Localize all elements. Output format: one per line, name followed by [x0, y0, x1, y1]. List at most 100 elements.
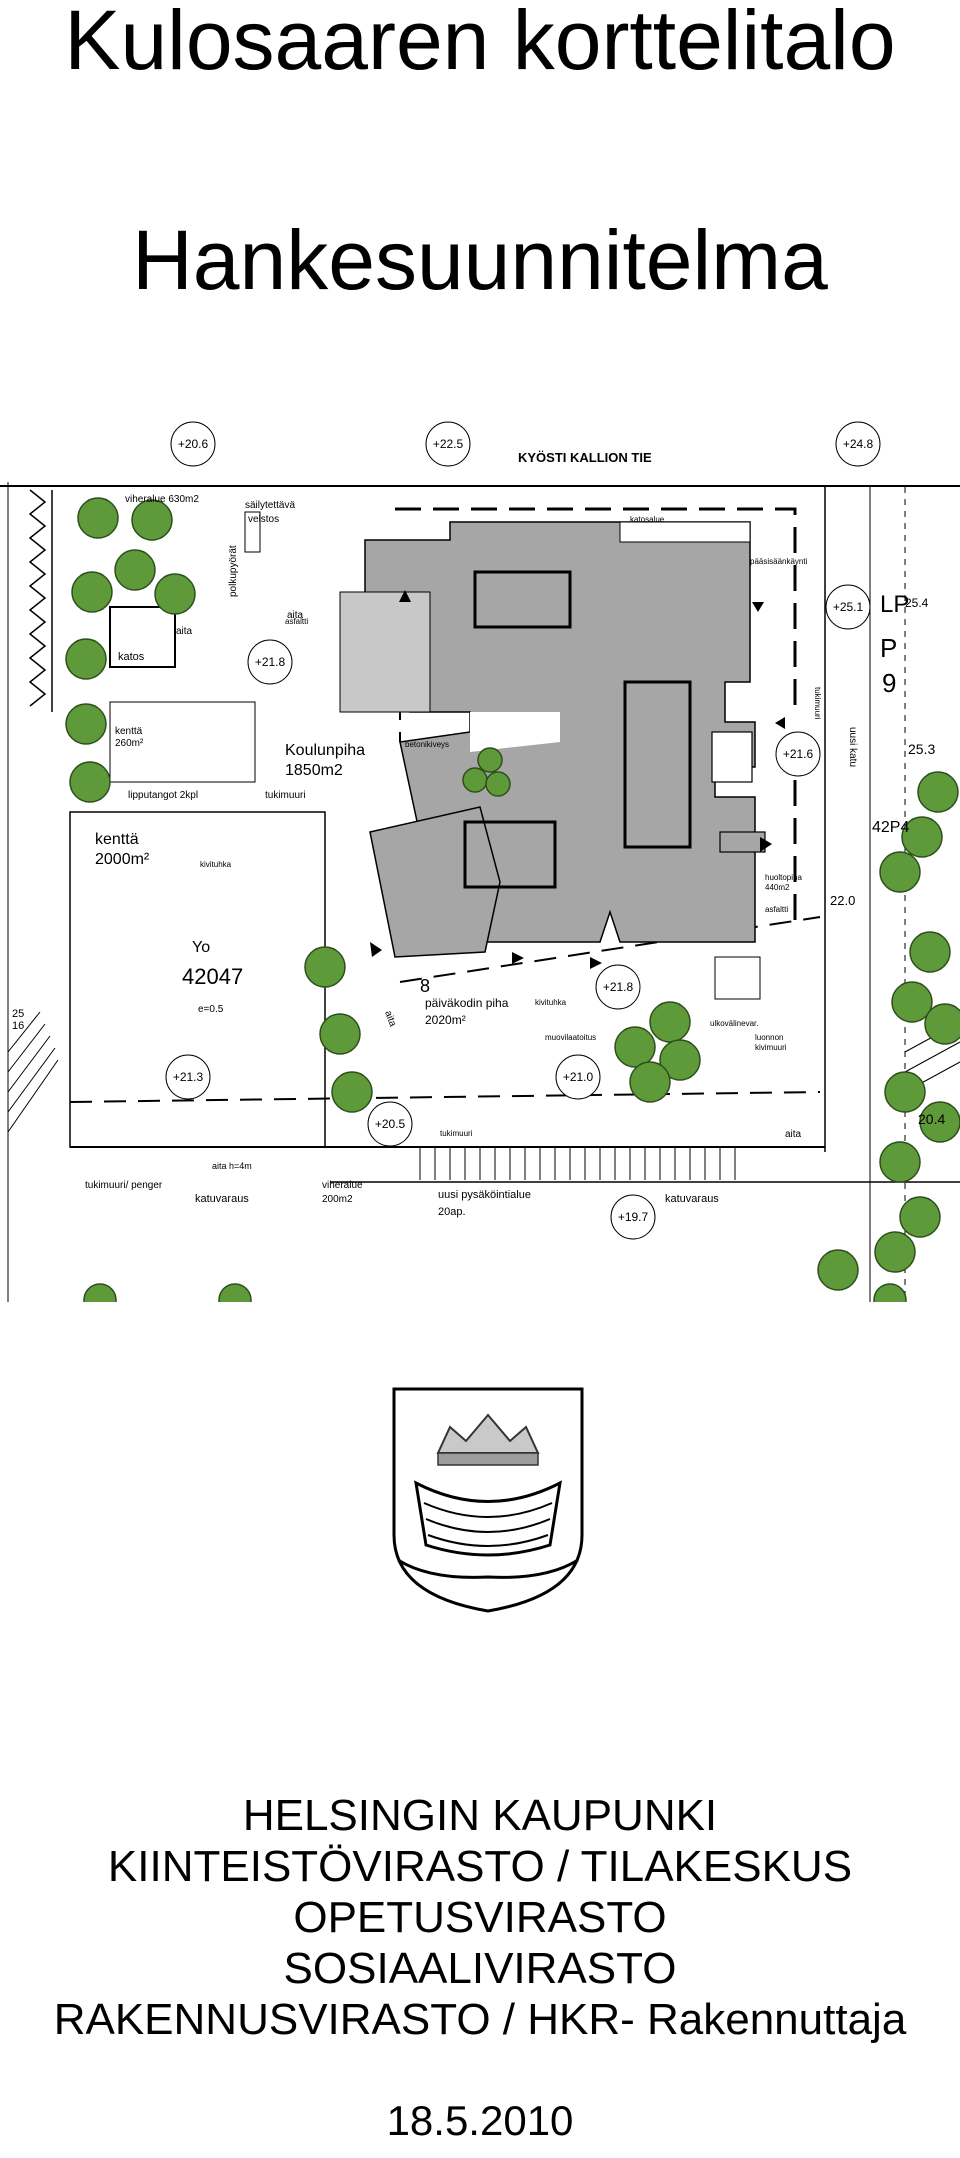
label-42p4: 42P4 — [872, 819, 909, 836]
label-aita-3: aita — [382, 1009, 398, 1028]
label-muovi: muovilaatoitus — [545, 1033, 596, 1042]
org-line-sosiaalivirasto: SOSIAALIVIRASTO — [283, 1944, 677, 1993]
label-huoltopiha-area: 440m2 — [765, 883, 790, 892]
org-line-helsingin-kaupunki: HELSINGIN KAUPUNKI — [242, 1791, 718, 1840]
label-polkupyorat: polkupyörät — [228, 545, 239, 597]
label-viheralue-bottom: viheralue — [322, 1180, 363, 1191]
org-line-opetusvirasto: OPETUSVIRASTO — [293, 1893, 667, 1942]
label-paaisaankaynti: pääsisäänkäynti — [750, 557, 808, 566]
label-tukimuuri-2: tukimuuri — [813, 687, 822, 720]
label-luonnon: luonnon — [755, 1033, 783, 1042]
label-20-4: 20.4 — [918, 1111, 945, 1127]
small-field — [109, 701, 256, 783]
boat-icon — [414, 1480, 562, 1557]
document-date: 18.5.2010 — [386, 2097, 574, 2144]
label-paivakoti: päiväkodin piha — [425, 996, 509, 1010]
label-katuvaraus-1: katuvaraus — [195, 1193, 249, 1205]
katos-label: katos — [118, 651, 145, 663]
waves-icon — [397, 1558, 579, 1579]
velstos-box — [244, 511, 261, 553]
level-5: +21.8 — [255, 655, 286, 669]
label-asfaltti-1: asfaltti — [285, 617, 308, 626]
courtyard-notch — [711, 731, 753, 783]
storage-box — [714, 956, 761, 1000]
crown-base — [437, 1452, 539, 1466]
label-pysakointi: uusi pysäköintialue — [438, 1189, 531, 1201]
level-9: +21.0 — [563, 1070, 594, 1084]
katos-box — [109, 606, 176, 668]
label-aita-4: aita — [785, 1129, 802, 1140]
label-25-4: 25.4 — [905, 596, 929, 610]
label-tukimuuri-3: tukimuuri — [440, 1129, 473, 1138]
parking-stalls — [419, 1147, 736, 1180]
label-kentta-small-area: 260m² — [115, 738, 144, 749]
document-subtitle: Hankesuunnitelma — [132, 213, 828, 307]
label-p-number: 9 — [882, 668, 896, 698]
label-uusi-katu: uusi katu — [847, 727, 858, 767]
label-e: e=0.5 — [198, 1004, 224, 1015]
service-box — [719, 831, 766, 853]
label-huoltopiha: huoltopiha — [765, 873, 802, 882]
label-kivimuuri: kivimuuri — [755, 1043, 787, 1052]
label-katosalue: katosalue — [630, 515, 665, 524]
trees — [65, 497, 960, 1302]
label-yo: Yo — [192, 939, 210, 956]
level-3: +24.8 — [843, 437, 874, 451]
label-ulkovaline: ulkovälinevar. — [710, 1019, 758, 1028]
label-sailytettava: säilytettävä — [245, 500, 295, 511]
label-kivituhka-2: kivituhka — [535, 998, 567, 1007]
level-8: +21.3 — [173, 1070, 204, 1084]
level-6: +21.6 — [783, 747, 814, 761]
label-aita-h: aita h=4m — [212, 1161, 252, 1171]
lower-dashed-line — [69, 1091, 821, 1103]
label-betonikiveys: betonikiveys — [405, 740, 449, 749]
level-4: +25.1 — [833, 600, 864, 614]
label-koulunpiha-area: 1850m2 — [285, 762, 343, 779]
skylight-2 — [623, 680, 692, 849]
label-kentta-small: kenttä — [115, 726, 143, 737]
label-asfaltti-2: asfaltti — [765, 905, 788, 914]
left-hatch — [7, 1011, 59, 1133]
label-lp: LP — [880, 591, 909, 618]
label-paivakoti-area: 2020m² — [425, 1013, 466, 1027]
road-label: KYÖSTI KALLION TIE — [518, 450, 652, 465]
level-1: +20.6 — [178, 437, 209, 451]
level-11: +19.7 — [618, 1210, 649, 1224]
label-aita-2: aita — [287, 610, 304, 621]
label-pysakointi-count: 20ap. — [438, 1206, 466, 1218]
label-kentta-big-area: 2000m² — [95, 851, 150, 868]
org-line-kiinteistovirasto: KIINTEISTÖVIRASTO / TILAKESKUS — [107, 1842, 853, 1891]
label-koulunpiha: Koulunpiha — [285, 742, 365, 759]
label-tukimuuri-1: tukimuuri — [265, 790, 306, 801]
label-velstos: velstos — [248, 514, 279, 525]
crown-icon — [436, 1413, 540, 1454]
document-title: Kulosaaren korttelitalo — [64, 0, 896, 87]
label-p: P — [880, 633, 897, 663]
label-tukimuuri-penger: tukimuuri/ penger — [85, 1180, 163, 1191]
label-aita-1: aita — [176, 626, 193, 637]
school-courtyard-notch — [470, 682, 565, 752]
label-lot-8: 8 — [420, 976, 430, 996]
label-kivituhka-1: kivituhka — [200, 860, 232, 869]
level-markers: +20.6 +22.5 +24.8 +25.1 +21.8 +21.6 +21.… — [165, 421, 881, 1240]
label-16: 16 — [12, 1020, 24, 1032]
label-viheralue-top: viheralue 630m2 — [125, 494, 199, 505]
org-line-rakennusvirasto: RAKENNUSVIRASTO / HKR- Rakennuttaja — [53, 1995, 907, 2044]
light-annex — [339, 591, 431, 713]
entry-canopy — [619, 521, 751, 543]
kindergarten-wing — [369, 806, 501, 958]
skylight-3 — [463, 820, 557, 889]
label-kentta-big: kenttä — [95, 831, 139, 848]
level-10: +20.5 — [375, 1117, 406, 1131]
label-22-0: 22.0 — [830, 893, 855, 908]
label-plot-number: 42047 — [182, 964, 243, 989]
boat-planks — [423, 1502, 553, 1547]
plot-boundary — [395, 507, 797, 932]
skylight-1 — [473, 570, 572, 629]
site-plan: KYÖSTI KALLION TIE katos +20.6 +22.5 +24… — [0, 421, 960, 1302]
level-7: +21.8 — [603, 980, 634, 994]
level-2: +22.5 — [433, 437, 464, 451]
label-25: 25 — [12, 1008, 24, 1020]
label-katuvaraus-2: katuvaraus — [665, 1193, 719, 1205]
left-fence — [28, 489, 47, 707]
